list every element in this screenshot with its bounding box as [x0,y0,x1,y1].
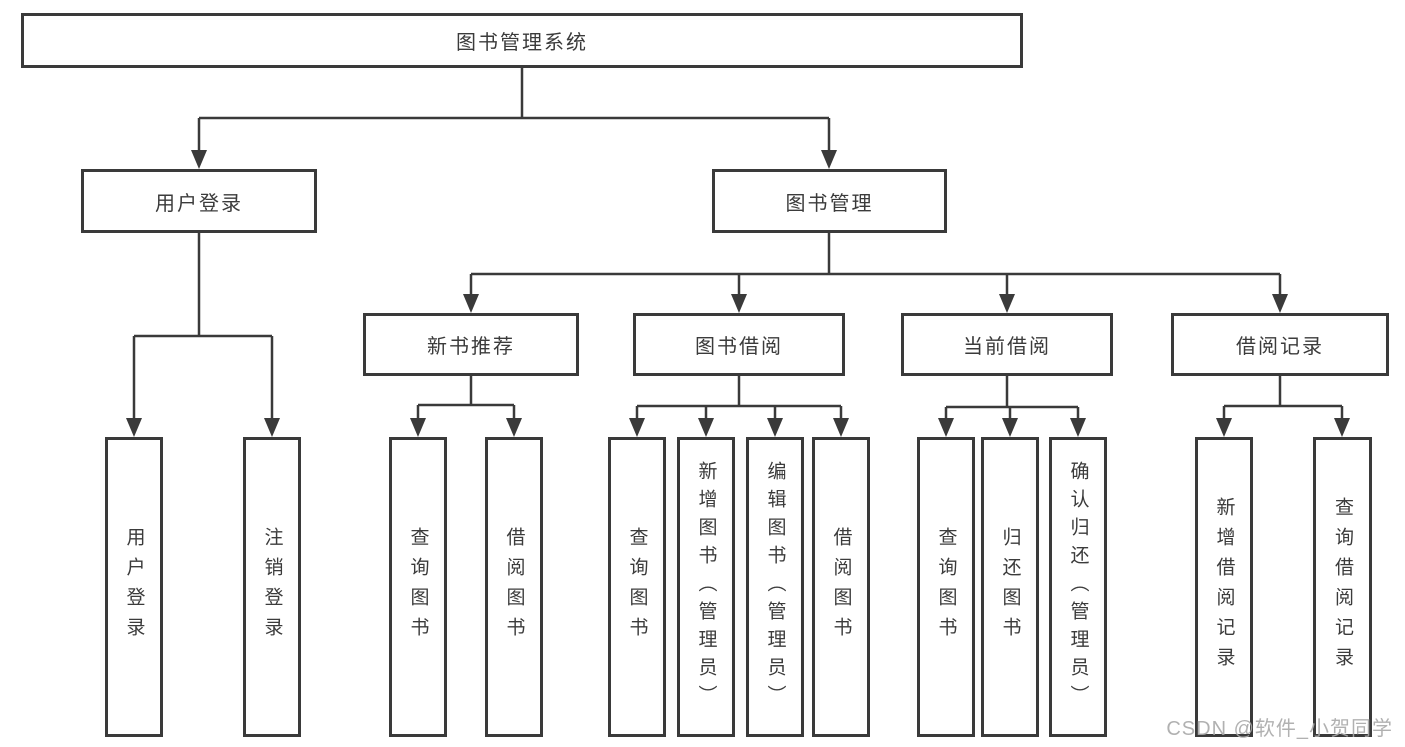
node-user-login: 用户登录 [81,169,317,233]
leaf-label: 编辑图书（管理员） [764,461,786,713]
node-library-management-system: 图书管理系统 [21,13,1023,68]
leaf-label: 查询图书 [407,527,429,647]
leaf-label: 借阅图书 [830,527,852,647]
leaf-confirm-return-admin: 确认归还（管理员） [1049,437,1107,737]
leaf-add-books-admin: 新增图书（管理员） [677,437,735,737]
leaf-label: 查询图书 [935,527,957,647]
node-current-borrowing: 当前借阅 [901,313,1113,376]
node-label: 新书推荐 [427,336,515,358]
leaf-add-borrow-record: 新增借阅记录 [1195,437,1253,737]
connector-fork [938,376,1086,437]
leaf-query-books-current: 查询图书 [917,437,975,737]
leaf-label: 新增图书（管理员） [695,461,717,713]
leaf-label: 查询借阅记录 [1332,497,1353,677]
watermark: CSDN @软件_小贺同学 [1166,718,1393,740]
node-label: 图书借阅 [695,336,783,358]
node-book-borrowing: 图书借阅 [633,313,845,376]
leaf-borrow-books-recommend: 借阅图书 [485,437,543,737]
leaf-label: 确认归还（管理员） [1067,461,1089,713]
leaf-label: 归还图书 [999,527,1021,647]
node-new-book-recommendation: 新书推荐 [363,313,579,376]
leaf-query-books-borrowing: 查询图书 [608,437,666,737]
connector-fork [1216,376,1350,437]
connector-fork [410,376,522,437]
leaf-logout: 注销登录 [243,437,301,737]
connector-fork [463,233,1288,313]
connector-fork [126,233,280,437]
leaf-label: 新增借阅记录 [1213,497,1235,677]
node-label: 当前借阅 [963,336,1051,358]
connector-fork [629,376,849,437]
leaf-borrow-books: 借阅图书 [812,437,870,737]
leaf-label: 借阅图书 [503,527,525,647]
leaf-query-borrow-record: 查询借阅记录 [1313,437,1372,737]
node-label: 图书管理系统 [456,32,588,54]
node-label: 借阅记录 [1236,336,1324,358]
node-label: 用户登录 [155,192,243,215]
leaf-edit-books-admin: 编辑图书（管理员） [746,437,804,737]
leaf-label: 用户登录 [123,527,145,647]
leaf-query-books-recommend: 查询图书 [389,437,447,737]
node-book-management: 图书管理 [712,169,947,233]
leaf-user-login: 用户登录 [105,437,163,737]
leaf-return-books: 归还图书 [981,437,1039,737]
node-borrowing-records: 借阅记录 [1171,313,1389,376]
leaf-label: 注销登录 [261,527,283,647]
leaf-label: 查询图书 [626,527,648,647]
node-label: 图书管理 [785,192,874,215]
connector-fork [191,68,837,169]
